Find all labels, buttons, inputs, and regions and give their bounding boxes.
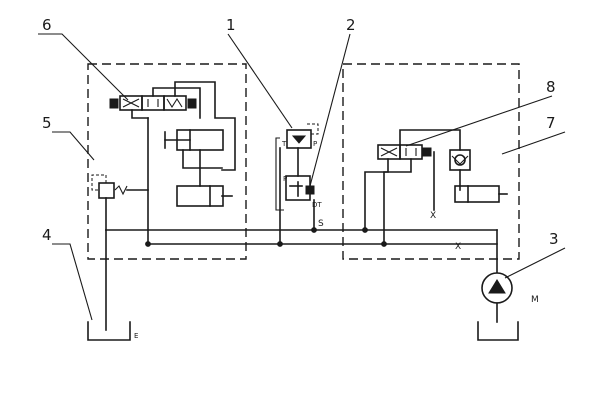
valve-dt-mark: DT bbox=[312, 201, 322, 209]
relief-valve-left bbox=[91, 174, 128, 231]
motor-label: M bbox=[531, 295, 539, 305]
valve8-left-line bbox=[364, 158, 389, 231]
leader-1 bbox=[227, 33, 293, 129]
cylinder-feed-line bbox=[182, 149, 223, 169]
valve6-left-port-line bbox=[131, 109, 149, 119]
leader-3 bbox=[504, 247, 566, 279]
callout-5: 5 bbox=[42, 114, 52, 132]
directional-valve-6 bbox=[109, 95, 197, 111]
leader-5 bbox=[52, 131, 95, 161]
callout-8: 8 bbox=[546, 78, 556, 96]
callout-3: 3 bbox=[549, 230, 559, 248]
cylinder-right bbox=[454, 185, 508, 203]
valve6-right-port-line bbox=[174, 81, 236, 171]
callout-7: 7 bbox=[546, 114, 556, 132]
enclosure-right-unit bbox=[342, 63, 520, 260]
leader-4 bbox=[52, 243, 93, 321]
valve-p2-mark: P bbox=[283, 175, 287, 183]
callout-2: 2 bbox=[346, 16, 356, 34]
pump-3 bbox=[481, 272, 513, 323]
leader-7 bbox=[501, 131, 566, 155]
solenoid-valve-2 bbox=[285, 175, 315, 201]
directional-valve-8 bbox=[377, 144, 432, 160]
leader-8 bbox=[405, 95, 553, 147]
tank-right bbox=[477, 321, 519, 341]
leader-6 bbox=[38, 33, 129, 101]
cylinder-upper bbox=[164, 129, 224, 151]
valve8-right-line bbox=[383, 158, 412, 245]
s-node-label: S bbox=[318, 219, 324, 229]
junction-dot bbox=[145, 241, 151, 247]
control-valve-1 bbox=[275, 123, 319, 211]
check-valve-right bbox=[449, 149, 471, 171]
x-branch-label: X bbox=[430, 211, 436, 221]
tank-left bbox=[87, 321, 131, 341]
callout-4: 4 bbox=[42, 226, 52, 244]
leader-2 bbox=[309, 33, 351, 187]
callout-6: 6 bbox=[42, 16, 52, 34]
valve6-top-line bbox=[152, 87, 201, 119]
tank-left-label: E bbox=[134, 332, 138, 340]
callout-1: 1 bbox=[226, 16, 236, 34]
valve-t-mark: T bbox=[281, 140, 287, 148]
enclosure-left-unit bbox=[87, 63, 247, 260]
cylinder-lower bbox=[176, 185, 233, 207]
valve8-top-line bbox=[399, 129, 461, 151]
valve-p1-mark: P bbox=[313, 140, 317, 148]
x-main-label: X bbox=[455, 242, 461, 252]
